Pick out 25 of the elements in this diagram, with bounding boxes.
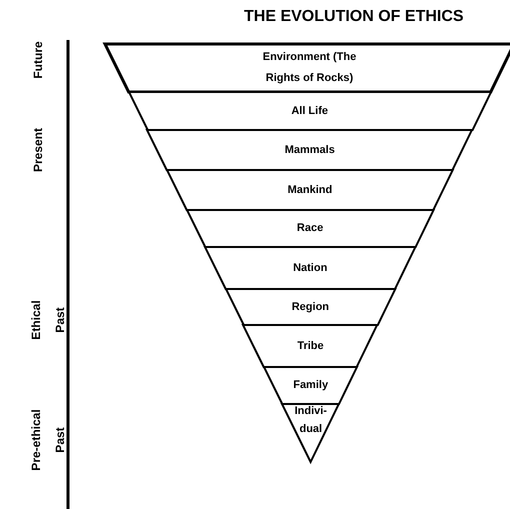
- layer-band: [205, 247, 416, 289]
- layer-label: Region: [292, 300, 330, 314]
- layer-band: [282, 404, 340, 462]
- layer-band: [167, 170, 453, 210]
- layer-band: [186, 210, 434, 247]
- layer-band: [243, 325, 378, 367]
- layer-label: Race: [296, 221, 324, 236]
- layer-band: [105, 44, 510, 92]
- title: THE EVOLUTION OF ETHICS: [244, 8, 464, 26]
- layer-label: All Life: [291, 104, 328, 118]
- layer-band: [147, 130, 472, 170]
- era-label: Present: [30, 126, 46, 174]
- layer-label: Tribe: [297, 338, 324, 354]
- era-label: Future: [30, 40, 46, 81]
- layer-band: [226, 289, 395, 325]
- layer-label: Indivi- dual: [294, 404, 328, 437]
- layer-band: [128, 92, 491, 130]
- layer-label: Nation: [293, 260, 328, 276]
- era-label: Pre-ethical Past: [28, 408, 68, 473]
- layer-label: Environment (The Rights of Rocks): [262, 50, 358, 86]
- layer-label: Mammals: [284, 142, 335, 158]
- layer-label: Family: [293, 378, 328, 393]
- era-label: Ethical Past: [28, 299, 68, 342]
- layer-label: Mankind: [288, 182, 332, 198]
- layer-band: [264, 367, 358, 404]
